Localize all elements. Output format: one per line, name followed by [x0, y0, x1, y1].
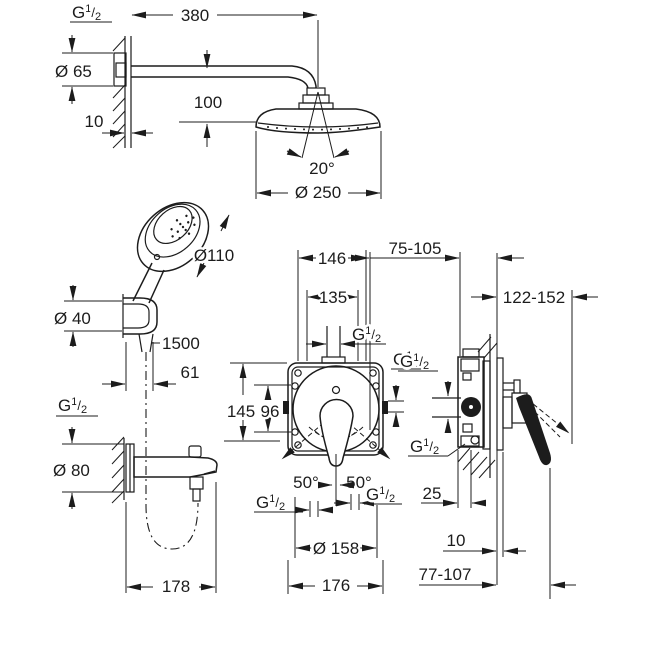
screw-holes	[291, 369, 380, 449]
thread-label-side-top: G1/2	[400, 352, 429, 372]
dim-trim-width: 176	[322, 576, 350, 595]
shower-hose	[145, 352, 199, 550]
mixer-front-view: 146 135 G1/2 50° 50°	[224, 247, 431, 598]
thread-label-arm: G1/2	[72, 3, 101, 23]
escutcheon-side	[502, 396, 513, 429]
dim-box-height: 145	[227, 402, 255, 421]
shower-arm	[131, 65, 317, 88]
dim-hose-length: 1500	[162, 334, 200, 353]
nozzle-dots	[267, 126, 368, 131]
side-port-right	[382, 401, 388, 414]
fixing-screw	[513, 379, 521, 394]
dim-hole-spacing: 96	[261, 402, 280, 421]
thread-label-side-port: G1/2	[393, 350, 422, 370]
dim-arm-flange-diameter: Ø 65	[55, 62, 92, 81]
dim-holder-offset: 61	[181, 363, 200, 382]
dim-head-diameter: Ø 250	[295, 183, 341, 202]
hose-outlet	[189, 476, 204, 490]
bath-spout-view: G1/2 Ø 80 178	[51, 394, 218, 599]
dim-rough-in-depth: 75-105	[389, 239, 442, 258]
dim-arm-length: 380	[181, 6, 209, 25]
dim-handle-projection: 77-107	[419, 565, 472, 584]
hand-shower-handle	[132, 262, 153, 302]
dim-swing-left: 50°	[293, 473, 319, 492]
dim-hand-shower-diameter: Ø110	[194, 246, 234, 265]
thread-label-bottom-right-port: G1/2	[366, 485, 395, 505]
side-port-left	[283, 401, 289, 414]
thread-label-top-port: G1/2	[352, 325, 381, 345]
dim-inner-width: 135	[319, 288, 347, 307]
dim-spout-flange-diameter: Ø 80	[53, 461, 90, 480]
trim-plate-side	[496, 357, 504, 451]
hand-shower-head	[136, 201, 210, 273]
bath-spout	[133, 456, 218, 478]
shower-holder	[123, 297, 158, 335]
wall-hatching	[112, 37, 126, 149]
shower-head	[255, 108, 381, 134]
hand-shower-view: Ø110 Ø 40 1500 61	[52, 201, 237, 550]
dim-body-offset: 25	[423, 484, 442, 503]
dim-wall-thickness: 10	[85, 112, 104, 131]
thread-label-bottom-left-port: G1/2	[256, 493, 285, 513]
dim-box-width: 146	[318, 249, 346, 268]
dim-drop-height: 100	[194, 93, 222, 112]
mixer-side-view: 75-105 122-152	[350, 237, 598, 599]
wall-hatching	[111, 436, 125, 504]
lever-handle-front	[319, 398, 354, 467]
dim-holder-diameter: Ø 40	[54, 309, 91, 328]
thread-label-spout: G1/2	[58, 396, 87, 416]
diverter-knob	[188, 445, 202, 458]
dim-spout-projection: 178	[162, 577, 190, 596]
dim-tile-allowance: 10	[447, 531, 466, 550]
lever-alt-position	[526, 398, 570, 434]
spray-face-dots	[170, 214, 196, 240]
head-shower-view: G1/2 38	[53, 1, 382, 205]
top-port	[321, 356, 346, 364]
thread-label-side-bottom: G1/2	[410, 437, 439, 457]
dim-total-depth: 122-152	[503, 288, 565, 307]
lever-handle-side	[516, 394, 551, 466]
mounting-plate	[482, 360, 491, 450]
dim-spray-angle: 20°	[309, 159, 335, 178]
dim-trim-diameter: Ø 158	[313, 539, 359, 558]
